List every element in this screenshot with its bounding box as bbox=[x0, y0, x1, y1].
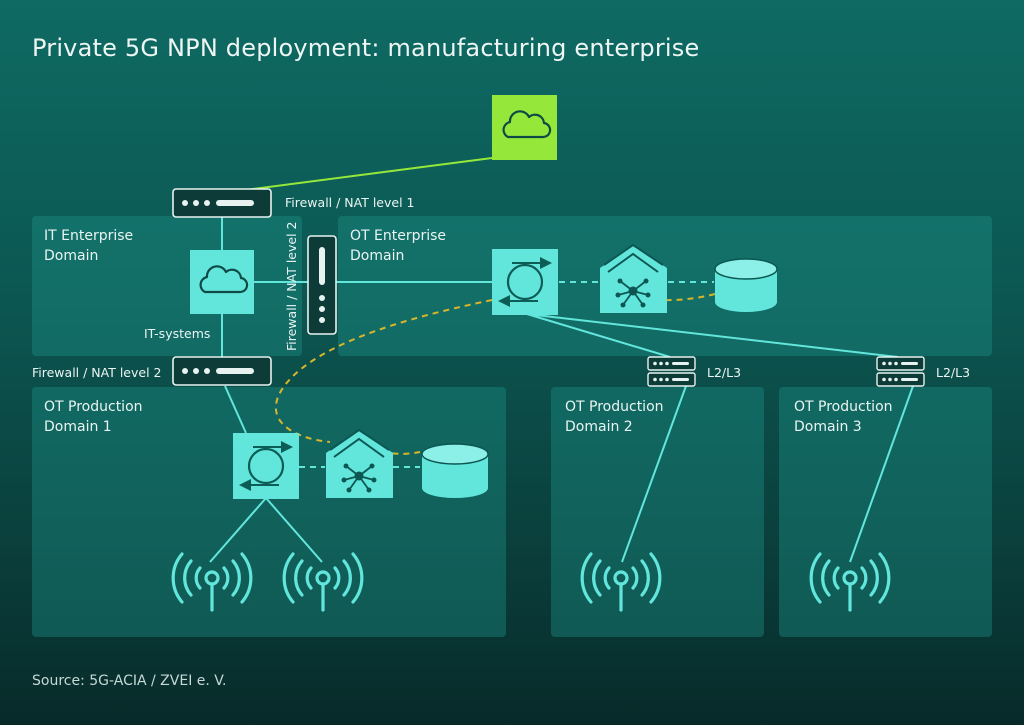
link-core1-to-antenna-b bbox=[265, 497, 323, 563]
core-network-enterprise bbox=[492, 249, 558, 315]
database-domain-1 bbox=[421, 443, 489, 498]
firewall-nat-1-label: Firewall / NAT level 1 bbox=[285, 195, 415, 210]
firewall-nat-2-vertical-label: Firewall / NAT level 2 bbox=[284, 221, 299, 352]
diagram-title: Private 5G NPN deployment: manufacturing… bbox=[32, 34, 700, 62]
firewall-nat-2 bbox=[172, 356, 272, 386]
antenna-domain-3 bbox=[809, 552, 891, 612]
antenna-domain-1-a bbox=[171, 552, 253, 612]
source-credit: Source: 5G-ACIA / ZVEI e. V. bbox=[32, 673, 227, 689]
l2l3-label-domain-2: L2/L3 bbox=[707, 365, 742, 380]
switch-domain-3 bbox=[876, 356, 925, 387]
firewall-nat-2-label: Firewall / NAT level 2 bbox=[32, 365, 162, 380]
dashed-yellow-link-dom1 bbox=[359, 446, 421, 455]
link-switch3-to-antenna bbox=[849, 385, 914, 563]
link-core-ent-to-domain3 bbox=[526, 313, 899, 358]
link-core1-to-antenna-a bbox=[209, 497, 267, 563]
database-enterprise bbox=[714, 258, 778, 312]
ot-production-domain-1 bbox=[32, 387, 506, 637]
core-network-domain-1 bbox=[233, 433, 299, 499]
link-switch2-to-antenna bbox=[621, 385, 687, 563]
it-systems-label: IT-systems bbox=[144, 326, 211, 341]
dashed-yellow-link-cross bbox=[274, 299, 493, 443]
factory-enterprise bbox=[600, 243, 667, 313]
it-enterprise-domain bbox=[32, 216, 302, 356]
antenna-domain-2 bbox=[580, 552, 662, 612]
cloud-icon bbox=[502, 110, 552, 139]
links bbox=[209, 157, 914, 563]
antenna-domain-1-b bbox=[282, 552, 364, 612]
factory-domain-1 bbox=[326, 428, 393, 498]
firewall-nat-1 bbox=[172, 188, 272, 218]
link-core-ent-to-domain2 bbox=[526, 313, 671, 358]
cloud-icon bbox=[199, 265, 249, 294]
firewall-nat-2-vertical bbox=[307, 235, 337, 335]
it-systems-cloud bbox=[190, 250, 254, 314]
link-firewall2-to-core1 bbox=[224, 385, 247, 434]
switch-domain-2 bbox=[647, 356, 696, 387]
link-firewall1-to-cloud bbox=[244, 157, 493, 191]
public-cloud bbox=[492, 95, 557, 160]
l2l3-label-domain-3: L2/L3 bbox=[936, 365, 971, 380]
